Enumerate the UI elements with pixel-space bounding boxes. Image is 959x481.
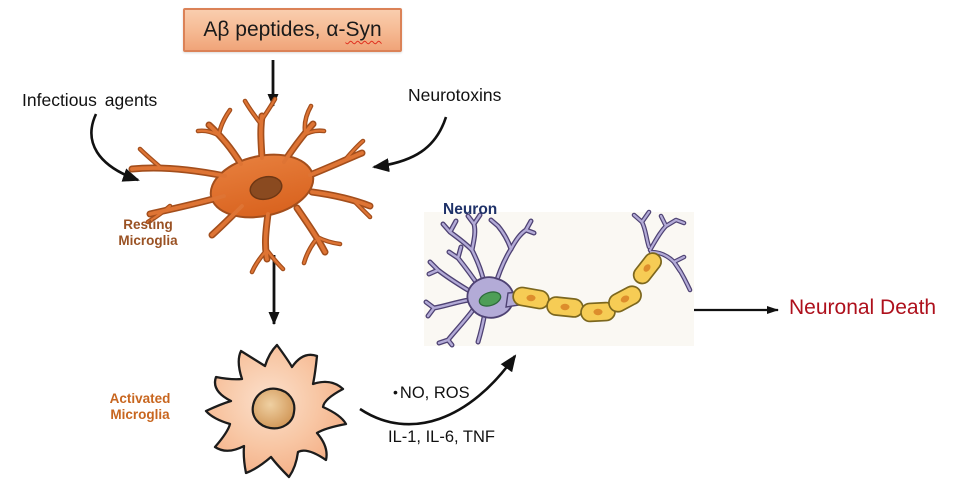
resting-microglia-label: Resting Microglia	[118, 217, 178, 248]
ab-peptides-box: Aβ peptides, α-Syn	[183, 8, 402, 52]
activated-microglia-nucleus	[251, 387, 296, 430]
resting-microglia-nucleus	[249, 175, 283, 201]
myelin-sheath	[512, 252, 662, 323]
neuron-nucleus	[478, 291, 502, 307]
activated-microglia-label: Activated Microglia	[109, 391, 171, 422]
neurotoxins-label: Neurotoxins	[408, 85, 502, 105]
neuronal-death-label: Neuronal Death	[789, 296, 937, 319]
infectious-agents-label: Infectious agents	[22, 90, 158, 110]
no-ros-text: NO, ROS	[399, 384, 470, 402]
mediators-cytokines-label: IL-1, IL-6, TNF	[388, 428, 495, 446]
neuron-label: Neuron	[443, 201, 498, 218]
arrow-neurotoxins-to-resting	[372, 116, 448, 173]
arrow-infectious-to-resting	[90, 113, 140, 182]
ab-peptides-text: Aβ peptides, α-	[203, 18, 346, 41]
activated-microglia-illustration	[204, 343, 348, 479]
resting-microglia-illustration	[132, 99, 370, 272]
mediators-radicals-label: •NO, ROS	[393, 384, 470, 403]
bullet-icon: •	[393, 384, 398, 400]
alpha-syn-flagged-text: Syn	[345, 18, 382, 41]
myelin-nuclei-dots	[526, 264, 651, 316]
arrow-activated-to-neuron	[359, 354, 517, 426]
neuron-illustration	[424, 212, 694, 346]
